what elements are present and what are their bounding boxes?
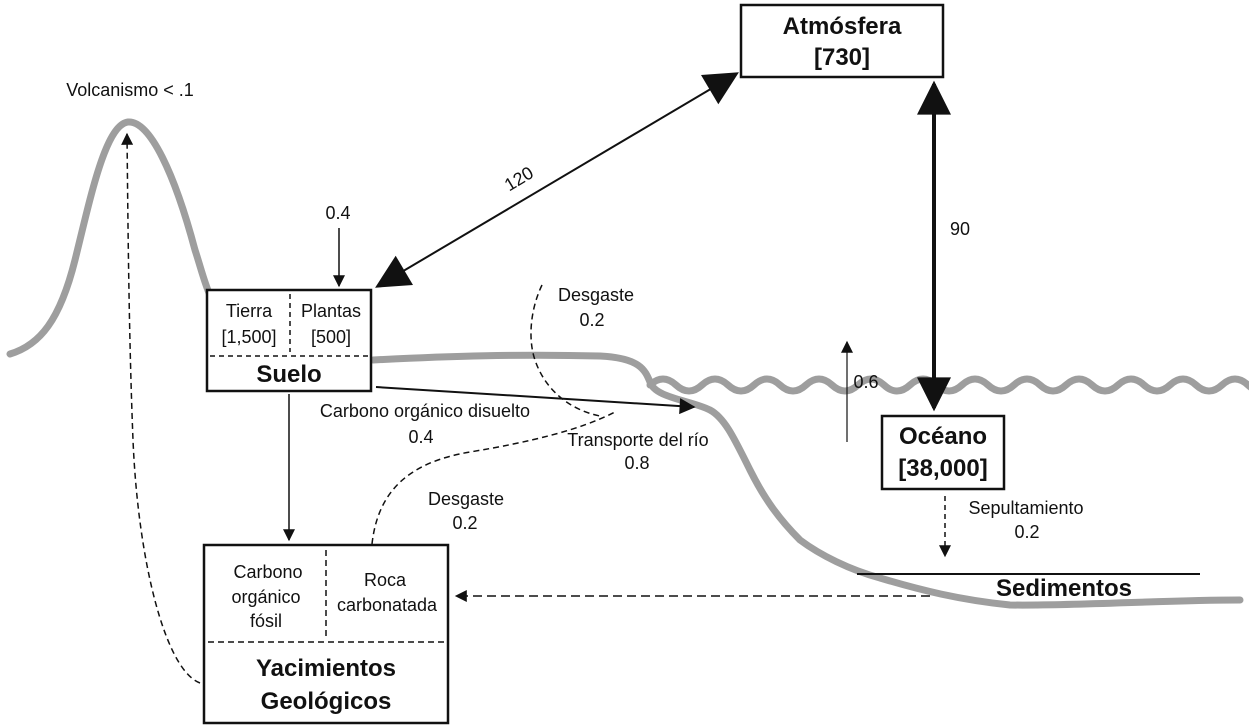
atmosphere-box: Atmósfera [730] — [739, 3, 945, 79]
river-transport-arrow — [375, 386, 696, 415]
soil-input-flux: 0.4 — [325, 203, 350, 223]
land-surface — [369, 351, 1244, 609]
ocean-name: Océano — [899, 423, 987, 450]
doc-label: Carbono orgánico disuelto — [320, 401, 530, 421]
soil-plants-label: Plantas — [301, 301, 361, 321]
ocean-surface — [646, 375, 1249, 395]
weathering-low-value: 0.2 — [452, 513, 477, 533]
sediments-name: Sedimentos — [996, 575, 1132, 602]
weathering-top-value: 0.2 — [579, 310, 604, 330]
carbonate-rock-line1: Roca — [364, 570, 407, 590]
geologic-name-line2: Geológicos — [261, 688, 392, 715]
atm-soil-flux: 120 — [501, 163, 537, 196]
carbonate-rock-line2: carbonatada — [337, 595, 438, 615]
soil-earth-value: [1,500] — [221, 327, 276, 347]
geologic-name-line1: Yacimientos — [256, 655, 396, 682]
burial-value: 0.2 — [1014, 522, 1039, 542]
burial-label: Sepultamiento — [968, 498, 1083, 518]
fossil-carbon-line2: orgánico — [231, 587, 300, 607]
weathering-top-curve — [530, 284, 601, 417]
weathering-low-label: Desgaste — [428, 489, 504, 509]
ocean-value: [38,000] — [898, 455, 987, 482]
doc-value: 0.4 — [408, 427, 433, 447]
weathering-low-curve — [371, 411, 616, 545]
volcanism-arrow — [121, 132, 201, 684]
soil-name: Suelo — [256, 361, 321, 388]
ocean-box: Océano [38,000] — [880, 414, 1006, 491]
mountain-outline — [6, 118, 214, 358]
soil-plants-value: [500] — [311, 327, 351, 347]
fossil-carbon-line1: Carbono — [233, 562, 302, 582]
river-label: Transporte del río — [567, 430, 708, 450]
ocean-up-flux: 0.6 — [853, 372, 878, 392]
volcanism-label: Volcanismo < .1 — [66, 80, 194, 100]
atmosphere-name: Atmósfera — [783, 13, 902, 40]
weathering-top-label: Desgaste — [558, 285, 634, 305]
atm-soil-arrow — [375, 72, 739, 288]
geologic-box: Carbono orgánico fósil Roca carbonatada … — [202, 543, 450, 725]
atmosphere-value: [730] — [814, 44, 870, 71]
soil-box: Tierra [1,500] Plantas [500] Suelo — [205, 288, 373, 393]
soil-earth-label: Tierra — [226, 301, 273, 321]
fossil-carbon-line3: fósil — [250, 611, 282, 631]
atm-ocean-flux: 90 — [950, 219, 970, 239]
river-value: 0.8 — [624, 453, 649, 473]
